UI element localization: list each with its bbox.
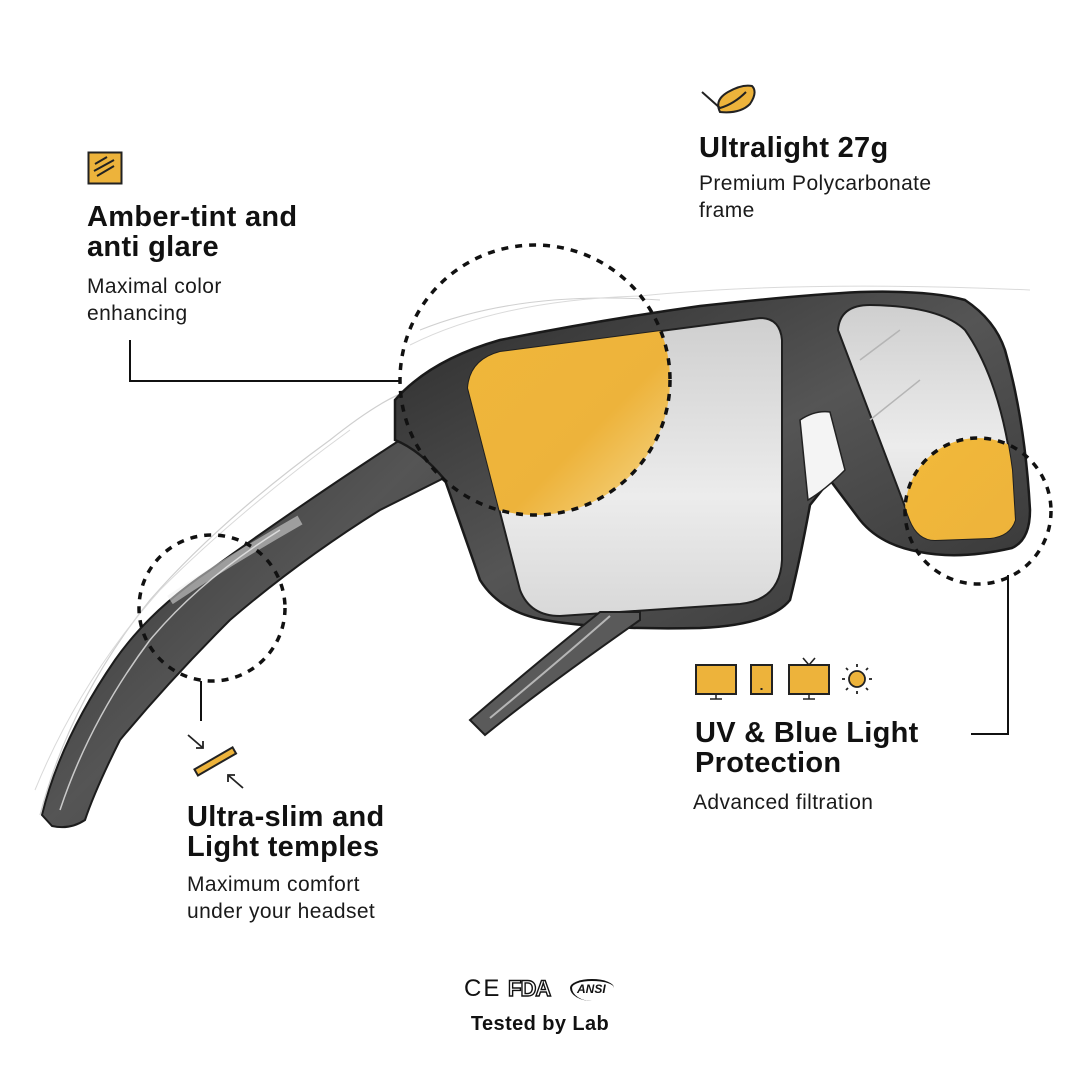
ultralight-sub-line1: Premium Polycarbonate <box>699 172 932 195</box>
front-frame <box>393 285 1032 630</box>
uv-feature-title: UV & Blue Light Protection <box>695 718 919 778</box>
sun-icon <box>842 664 872 694</box>
phone-icon <box>750 664 773 695</box>
uv-callout-line <box>971 575 1009 735</box>
ultralight-subtitle: Premium Polycarbonate frame <box>699 170 932 224</box>
ultralight-title: Ultralight 27g <box>699 132 889 164</box>
uv-title-line1: UV & Blue Light <box>695 717 919 749</box>
uv-feature-subtitle: Advanced filtration <box>693 791 874 814</box>
slim-temple-thickness-icon <box>187 734 244 789</box>
ansi-logo-text: ANSI <box>577 982 606 996</box>
temples-title-line1: Ultra-slim and <box>187 801 385 833</box>
uv-callout-circle <box>903 436 1053 586</box>
temples-sub-line1: Maximum comfort <box>187 873 360 896</box>
amber-feature-title: Amber-tint and anti glare <box>87 202 297 262</box>
amber-lens-hatch-icon <box>87 151 123 185</box>
amber-feature-subtitle: Maximal color enhancing <box>87 273 222 327</box>
ansi-logo: ANSI <box>570 979 614 1001</box>
monitor-icon <box>695 664 737 700</box>
temples-feature-title: Ultra-slim and Light temples <box>187 802 385 862</box>
uv-title-line2: Protection <box>695 747 842 779</box>
fda-logo: FDA <box>507 975 552 1001</box>
amber-sub-line1: Maximal color <box>87 275 222 298</box>
amber-callout-line <box>129 340 400 382</box>
tested-by-lab-label: Tested by Lab <box>470 1013 610 1035</box>
amber-title-line1: Amber-tint and <box>87 201 298 233</box>
feather-icon <box>701 84 756 114</box>
temples-title-line2: Light temples <box>187 831 380 863</box>
certification-logos: CE FDA ANSI <box>460 975 620 1003</box>
left-temple-arm <box>34 389 462 829</box>
tv-icon <box>788 657 830 700</box>
ultralight-sub-line2: frame <box>699 199 755 222</box>
right-temple-arm <box>468 611 641 737</box>
ce-logo: CE <box>464 975 502 1002</box>
temples-feature-subtitle: Maximum comfort under your headset <box>187 871 375 925</box>
temple-callout-circle <box>137 533 287 683</box>
amber-sub-line2: enhancing <box>87 302 188 325</box>
temples-sub-line2: under your headset <box>187 900 376 923</box>
amber-title-line2: anti glare <box>87 231 219 263</box>
